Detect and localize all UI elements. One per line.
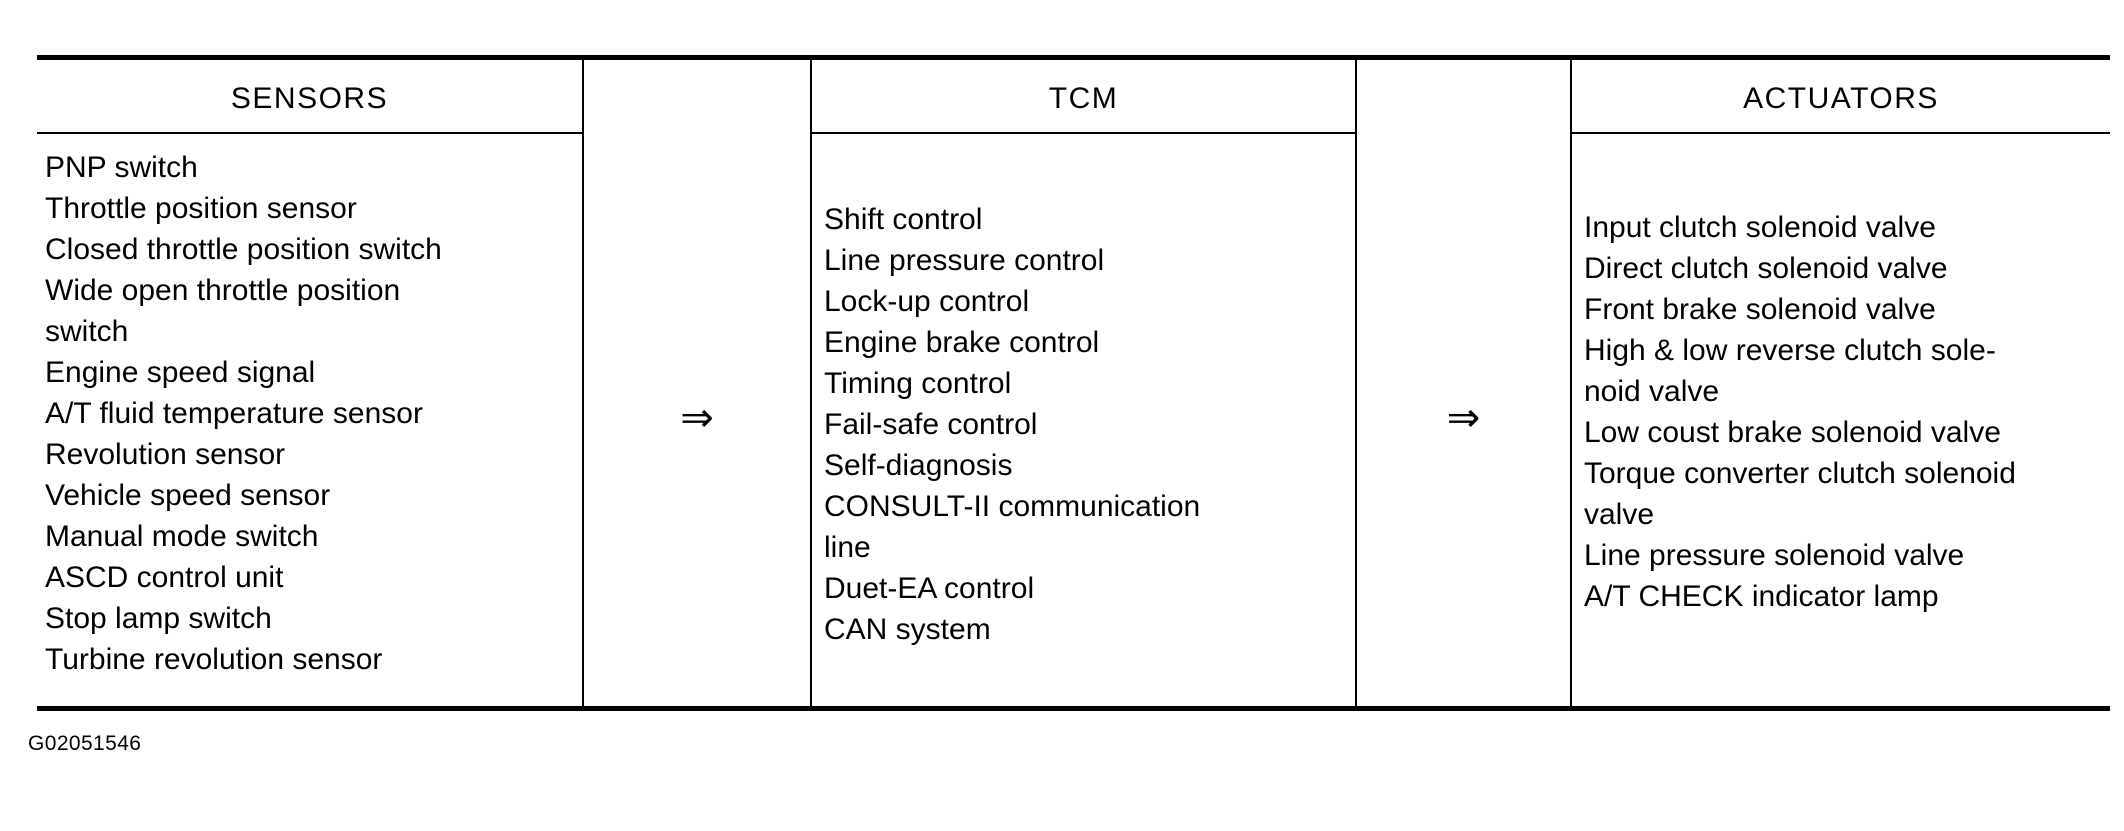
divider-tcm-right <box>1355 60 1357 706</box>
list-item: switch <box>45 315 129 348</box>
list-item: Lock-up control <box>824 285 1030 318</box>
rightwards-double-arrow-icon: ⇒ <box>680 394 714 441</box>
list-item: CONSULT-II communication <box>824 490 1201 523</box>
sensors-item-list: PNP switch Throttle position sensor Clos… <box>45 147 442 680</box>
list-item: Low coust brake solenoid valve <box>1584 416 2001 449</box>
list-item: Direct clutch solenoid valve <box>1584 252 1948 285</box>
list-item: Engine speed signal <box>45 356 316 389</box>
list-item: High & low reverse clutch sole- <box>1584 334 1996 367</box>
list-item: Front brake solenoid valve <box>1584 293 1936 326</box>
list-item: Self-diagnosis <box>824 449 1013 482</box>
list-item: Fail-safe control <box>824 408 1038 441</box>
list-item: Revolution sensor <box>45 438 286 471</box>
rightwards-double-arrow-icon: ⇒ <box>1446 394 1481 441</box>
list-item: Line pressure control <box>824 244 1105 277</box>
list-item: Throttle position sensor <box>45 192 357 225</box>
list-item: Line pressure solenoid valve <box>1584 539 1965 572</box>
list-item: line <box>824 531 871 564</box>
divider-actuators-left <box>1570 60 1572 706</box>
list-item: CAN system <box>824 613 991 646</box>
table-bottom-rule <box>37 706 2110 711</box>
column-sensors: SENSORS PNP switch Throttle position sen… <box>37 60 582 706</box>
column-arrow-sensors-to-tcm: ⇒ <box>584 60 810 706</box>
sensors-header-underline <box>37 132 584 134</box>
divider-sensors-right <box>582 60 584 706</box>
sensors-column-header: SENSORS <box>230 81 389 115</box>
list-item: Vehicle speed sensor <box>45 479 331 512</box>
list-item: Wide open throttle position <box>45 274 401 307</box>
list-item: Shift control <box>824 203 983 236</box>
tcm-item-list: Shift control Line pressure control Lock… <box>824 199 1200 650</box>
arrow-cell-2: ⇒ <box>1357 137 1570 706</box>
actuators-column-header: ACTUATORS <box>1743 81 1939 115</box>
control-system-block-diagram: SENSORS PNP switch Throttle position sen… <box>37 55 2110 711</box>
tcm-header-underline <box>810 132 1356 134</box>
list-item: Manual mode switch <box>45 520 319 553</box>
list-item: Engine brake control <box>824 326 1100 359</box>
list-item: Torque converter clutch solenoid <box>1584 457 2016 490</box>
list-item: noid valve <box>1584 375 1720 408</box>
list-item: Timing control <box>824 367 1012 400</box>
list-item: A/T CHECK indicator lamp <box>1584 580 1939 613</box>
list-item: Closed throttle position switch <box>45 233 442 266</box>
column-arrow-tcm-to-actuators: ⇒ <box>1357 60 1570 706</box>
actuators-header-underline <box>1570 132 2110 134</box>
actuators-item-list: Input clutch solenoid valve Direct clutc… <box>1584 207 2016 617</box>
figure-caption: G02051546 <box>28 732 142 755</box>
list-item: Duet-EA control <box>824 572 1035 605</box>
list-item: Stop lamp switch <box>45 602 272 635</box>
list-item: PNP switch <box>45 151 198 184</box>
column-actuators: ACTUATORS Input clutch solenoid valve Di… <box>1572 60 2110 706</box>
divider-tcm-left <box>810 60 812 706</box>
list-item: ASCD control unit <box>45 561 284 594</box>
sensors-column-body: PNP switch Throttle position sensor Clos… <box>37 137 582 706</box>
tcm-column-body: Shift control Line pressure control Lock… <box>812 137 1355 706</box>
tcm-column-header: TCM <box>1048 81 1119 115</box>
list-item: Input clutch solenoid valve <box>1584 211 1936 244</box>
list-item: valve <box>1584 498 1655 531</box>
list-item: Turbine revolution sensor <box>45 643 383 676</box>
table-top-rule <box>37 55 2110 60</box>
actuators-column-body: Input clutch solenoid valve Direct clutc… <box>1572 137 2110 706</box>
list-item: A/T fluid temperature sensor <box>45 397 423 430</box>
column-tcm: TCM Shift control Line pressure control … <box>812 60 1355 706</box>
arrow-cell-1: ⇒ <box>584 137 810 706</box>
